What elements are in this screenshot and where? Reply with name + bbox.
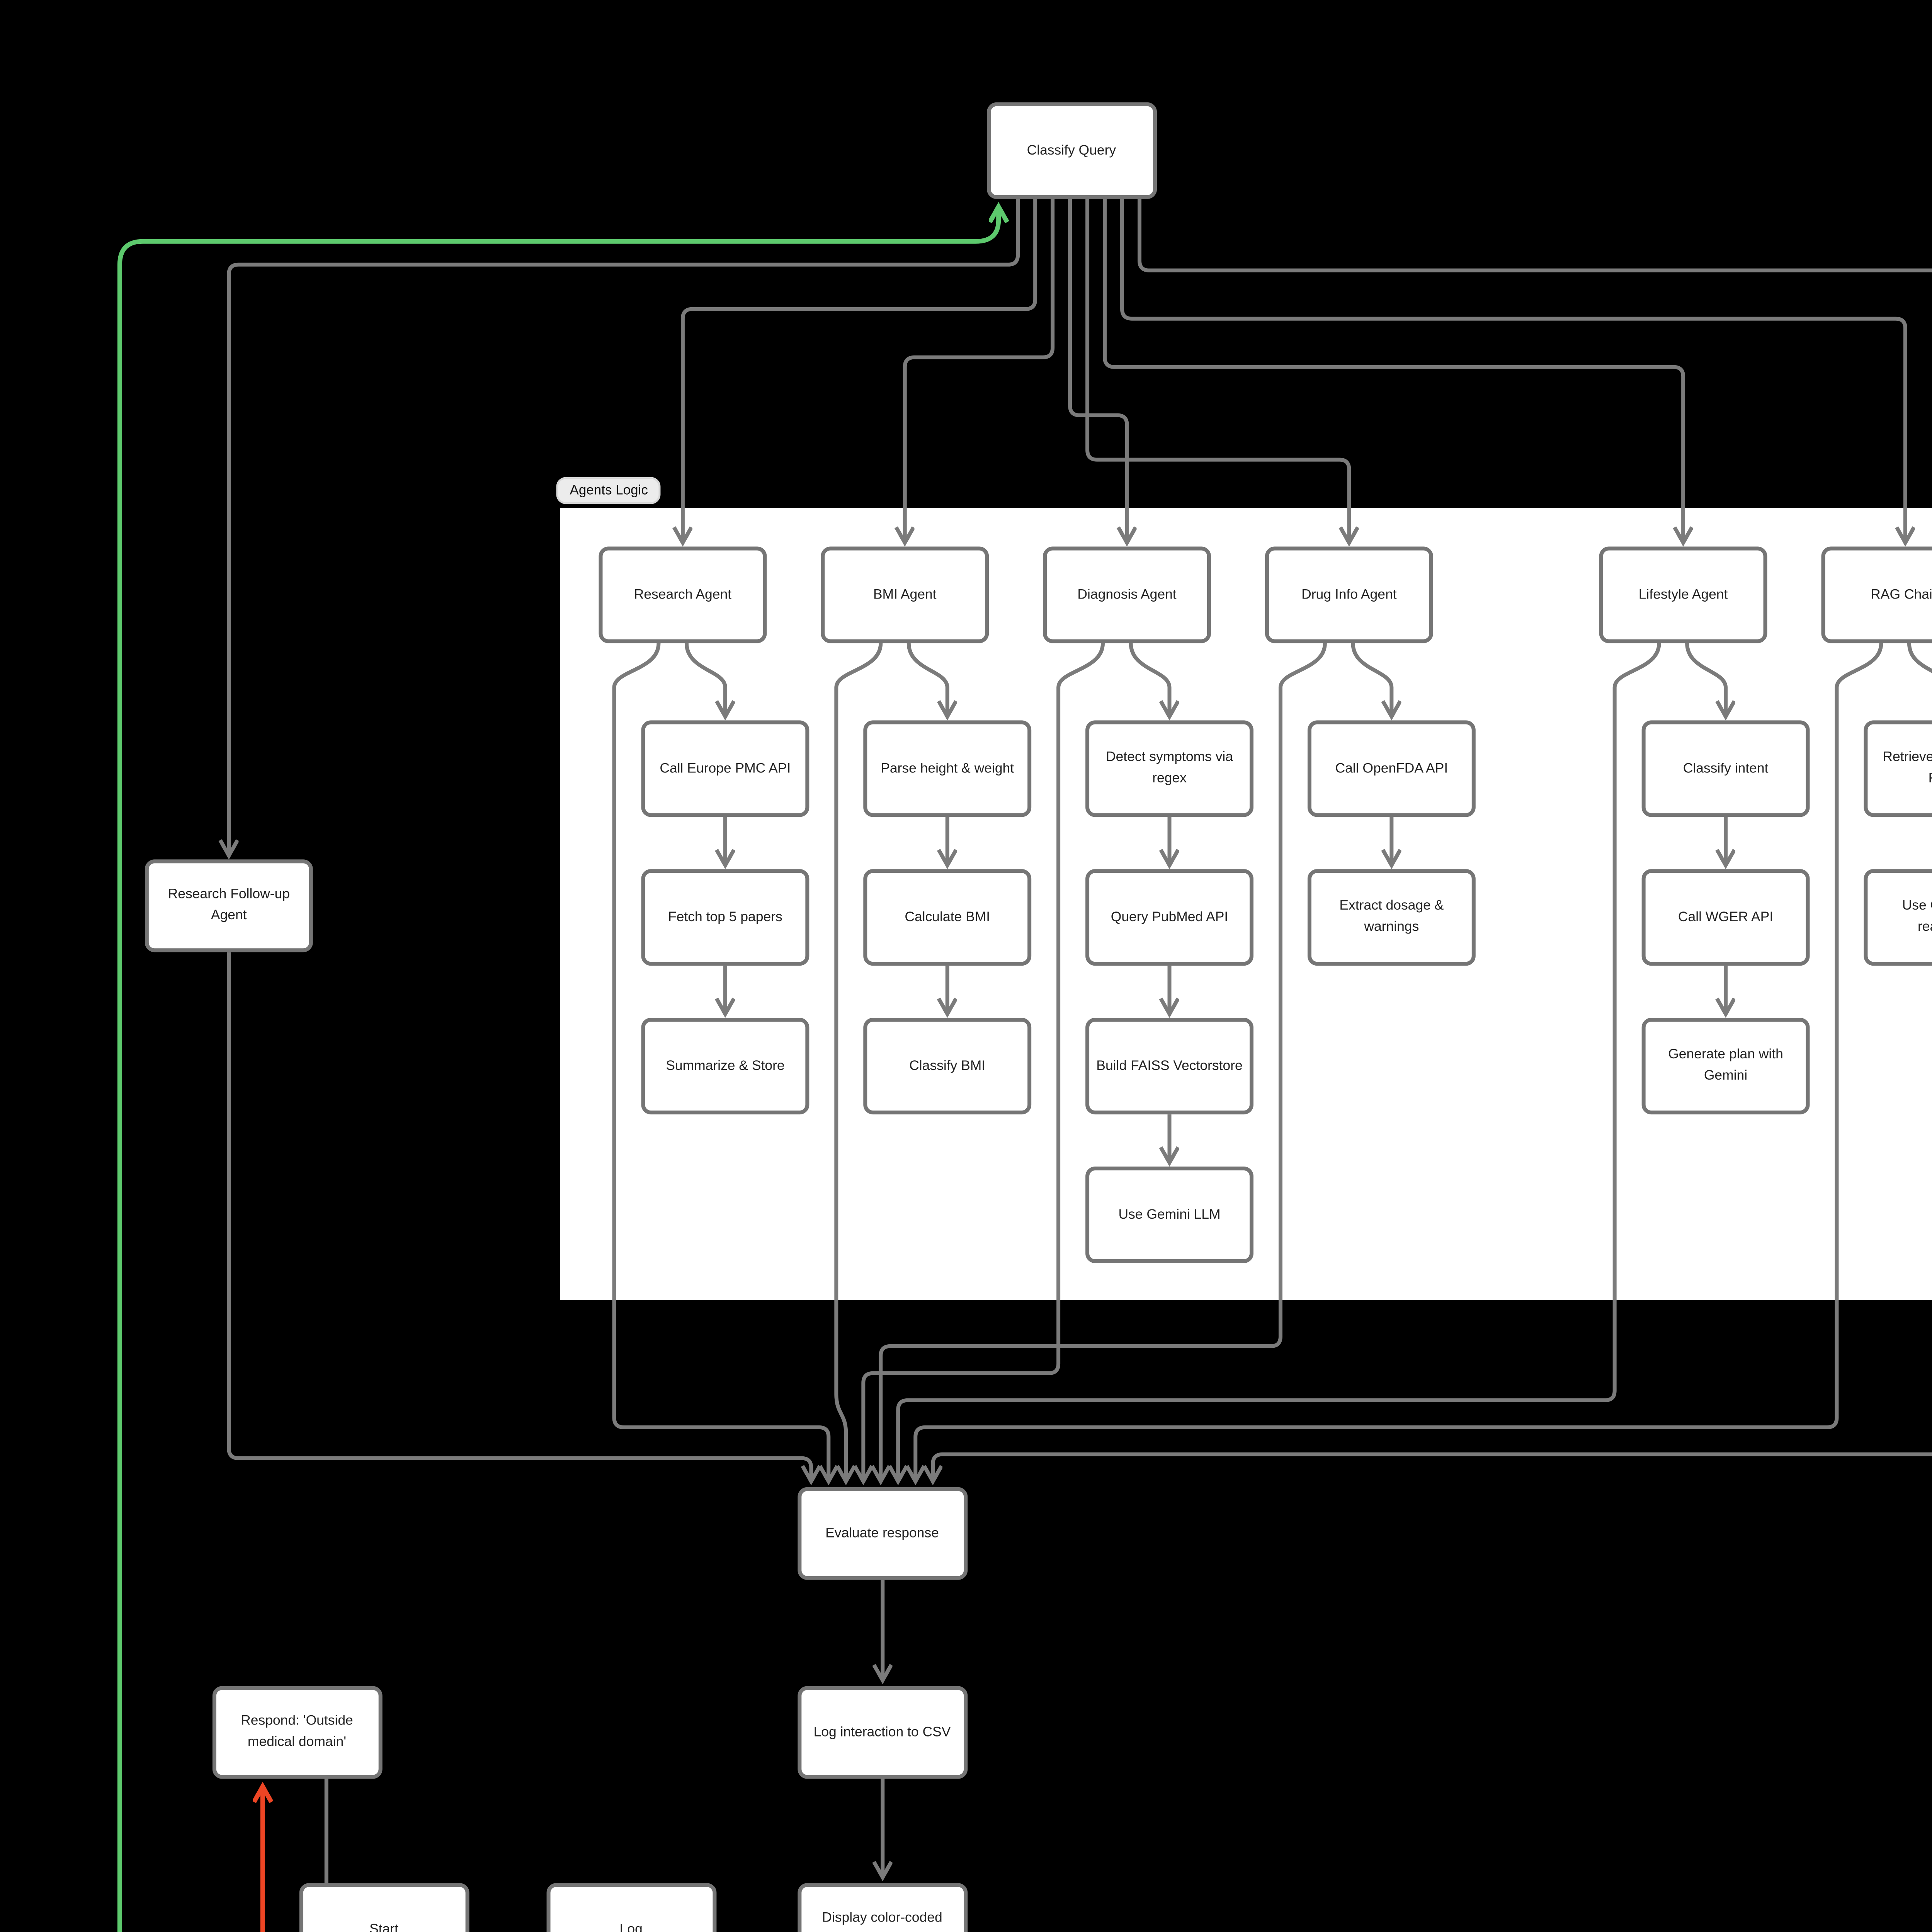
node-lifestyle-agent: Lifestyle Agent <box>1599 546 1767 643</box>
node-label: Summarize & Store <box>666 1057 785 1073</box>
node-log: Log <box>546 1883 716 1932</box>
node-label: Call Europe PMC API <box>660 760 791 776</box>
node-label: Call OpenFDA API <box>1335 760 1448 776</box>
node-label: Log interaction to CSV <box>813 1724 951 1740</box>
node-display-color-coded-output: Display color-coded output <box>798 1883 967 1932</box>
node-extract-dosage-warnings: Extract dosage & warnings <box>1307 869 1476 966</box>
node-label: Call WGER API <box>1678 908 1774 924</box>
node-start: Start <box>299 1883 469 1932</box>
node-research-agent: Research Agent <box>599 546 767 643</box>
node-rag-chain: RAG Chain <box>1821 546 1932 643</box>
node-use-gemini-reasoning: Use Gemini for reasoning <box>1864 869 1932 966</box>
node-classify-query: Classify Query <box>987 102 1156 199</box>
agents-logic-label: Agents Logic <box>556 477 662 505</box>
node-call-wger-api: Call WGER API <box>1641 869 1810 966</box>
node-fetch-top-5-papers: Fetch top 5 papers <box>641 869 810 966</box>
node-label: Query PubMed API <box>1111 908 1228 924</box>
node-label: Lifestyle Agent <box>1638 586 1728 602</box>
node-calculate-bmi: Calculate BMI <box>863 869 1032 966</box>
node-drug-info-agent: Drug Info Agent <box>1265 546 1433 643</box>
node-label: BMI Agent <box>873 586 937 602</box>
node-label: Parse height & weight <box>881 760 1014 776</box>
node-label: Fetch top 5 papers <box>668 908 782 924</box>
node-detect-symptoms-regex: Detect symptoms via regex <box>1085 720 1253 817</box>
node-parse-height-weight: Parse height & weight <box>863 720 1032 817</box>
node-classify-intent: Classify intent <box>1641 720 1810 817</box>
node-label: Drug Info Agent <box>1301 586 1397 602</box>
node-call-europe-pmc-api: Call Europe PMC API <box>641 720 810 817</box>
node-bmi-agent: BMI Agent <box>821 546 989 643</box>
node-label: Calculate BMI <box>905 908 990 924</box>
node-label: Classify BMI <box>909 1057 986 1073</box>
node-label: Use Gemini for reasoning <box>1902 898 1932 935</box>
node-label: Build FAISS Vectorstore <box>1096 1057 1243 1073</box>
node-label: Research Follow-up Agent <box>168 886 290 923</box>
node-label: Classify Query <box>1027 142 1116 158</box>
node-research-followup-agent: Research Follow-up Agent <box>145 859 313 952</box>
node-generate-plan-gemini: Generate plan with Gemini <box>1641 1018 1810 1115</box>
node-diagnosis-agent: Diagnosis Agent <box>1043 546 1211 643</box>
node-retrieve-context-faiss: Retrieve context from FAISS <box>1864 720 1932 817</box>
node-label: RAG Chain <box>1871 586 1932 602</box>
node-label: Respond: 'Outside medical domain' <box>241 1713 353 1750</box>
node-summarize-store: Summarize & Store <box>641 1018 810 1115</box>
node-label: Classify intent <box>1683 760 1769 776</box>
node-label: Evaluate response <box>825 1525 939 1541</box>
node-call-openfda-api: Call OpenFDA API <box>1307 720 1476 817</box>
node-respond-outside-domain: Respond: 'Outside medical domain' <box>212 1686 382 1779</box>
node-classify-bmi: Classify BMI <box>863 1018 1032 1115</box>
node-label: Display color-coded output <box>822 1910 942 1932</box>
node-evaluate-response: Evaluate response <box>798 1487 967 1580</box>
node-label: Diagnosis Agent <box>1077 586 1177 602</box>
node-label: Use Gemini LLM <box>1118 1206 1221 1222</box>
node-label: Generate plan with Gemini <box>1668 1047 1783 1084</box>
node-log-interaction-csv: Log interaction to CSV <box>798 1686 967 1779</box>
node-label: Start <box>369 1920 398 1932</box>
node-label: Log <box>619 1920 643 1932</box>
node-label: Retrieve context from FAISS <box>1883 749 1932 786</box>
node-label: Research Agent <box>634 586 732 602</box>
node-query-pubmed-api: Query PubMed API <box>1085 869 1253 966</box>
node-build-faiss-vectorstore: Build FAISS Vectorstore <box>1085 1018 1253 1115</box>
node-label: Detect symptoms via regex <box>1105 749 1233 786</box>
node-use-gemini-llm: Use Gemini LLM <box>1085 1167 1253 1263</box>
node-label: Extract dosage & warnings <box>1339 898 1444 935</box>
